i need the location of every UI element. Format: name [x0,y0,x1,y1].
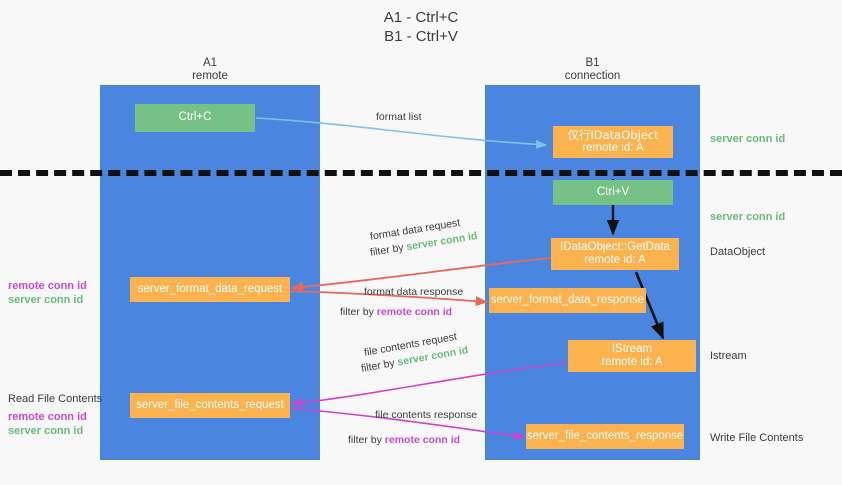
page-title: A1 - Ctrl+C B1 - Ctrl+V [383,9,459,45]
annotation-server-conn-id-top: server conn id [710,133,786,145]
boundary-divider [0,170,842,176]
lane-header-b1: B1 connection [564,57,621,82]
filter-prefix: filter by [348,434,385,446]
edge-label-format-list: format list [376,111,422,123]
annotation-remote-conn-id-upper: remote conn id [8,280,87,292]
node-istream[interactable]: IStream remote id: A [568,340,696,372]
node-idataobject-top[interactable]: 仅行IDataObject remote id: A [553,126,673,158]
node-server-file-contents-response-label: server_file_contents_response [526,429,684,442]
node-ctrl-c[interactable]: Ctrl+C [135,104,255,132]
node-idataobject-top-line2: remote id: A [582,142,644,154]
node-ctrl-v-label: Ctrl+V [596,185,630,198]
node-server-format-data-response-label: server_format_data_response [490,293,645,306]
edge-label-file-contents-response: file contents response [375,409,478,421]
node-idataobject-getdata[interactable]: IDataObject::GetData remote id: A [551,238,679,270]
node-istream-line1: IStream [611,342,653,355]
annotation-server-conn-id-second: server conn id [710,211,786,223]
edge-label-format-data-response-filter: filter by remote conn id [340,305,452,319]
filter-prefix: filter by [340,306,377,318]
node-getdata-line2: remote id: A [584,254,646,266]
filter-prefix: filter by [369,241,408,259]
edge-label-format-data-response: format data response [364,286,464,298]
annotation-write-file-contents: Write File Contents [710,432,804,444]
node-server-format-data-response[interactable]: server_format_data_response [489,288,646,313]
annotation-read-file-contents: Read File Contents [8,393,103,405]
filter-key-remote-conn-id: remote conn id [376,306,453,318]
annotation-istream: Istream [710,350,747,362]
node-server-file-contents-request[interactable]: server_file_contents_request [130,393,290,418]
node-ctrl-c-label: Ctrl+C [178,111,212,124]
annotation-remote-conn-id-lower: remote conn id [8,411,87,423]
annotation-server-conn-id-lower: server conn id [8,425,84,437]
lane-header-a1: A1 remote [192,57,228,82]
node-getdata-line1: IDataObject::GetData [560,240,670,253]
node-server-format-data-request-label: server_format_data_request [137,282,283,295]
node-server-format-data-request[interactable]: server_format_data_request [130,277,290,302]
filter-key-remote-conn-id: remote conn id [384,434,461,446]
annotation-dataobject: DataObject [710,246,766,258]
node-server-file-contents-response[interactable]: server_file_contents_response [526,424,684,449]
node-istream-line2: remote id: A [601,356,663,368]
edge-label-file-contents-response-filter: filter by remote conn id [348,433,460,447]
node-idataobject-top-line1: 仅行IDataObject [567,127,659,142]
annotation-server-conn-id-upper: server conn id [8,294,84,306]
node-server-file-contents-request-label: server_file_contents_request [136,398,284,411]
node-ctrl-v[interactable]: Ctrl+V [553,180,673,205]
